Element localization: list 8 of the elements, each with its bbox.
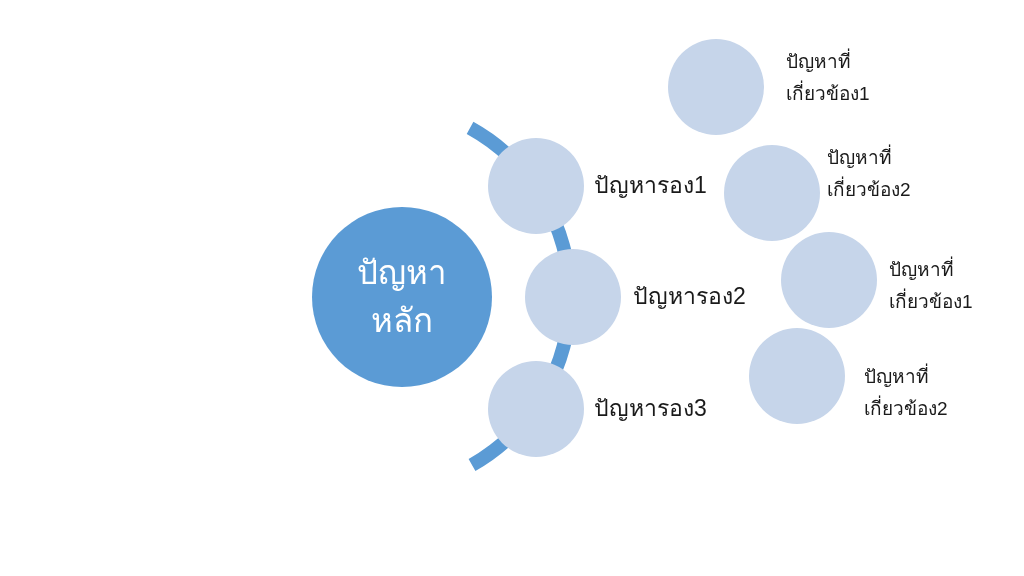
side-label: ปัญหารอง2 xyxy=(633,282,746,312)
side-label: ปัญหารอง1 xyxy=(594,171,707,201)
side-label: ปัญหาที่เกี่ยวข้อง2 xyxy=(827,143,912,202)
side-label: ปัญหารอง3 xyxy=(594,394,707,424)
side-label: ปัญหาที่เกี่ยวข้อง1 xyxy=(786,47,871,106)
side-label: ปัญหาที่เกี่ยวข้อง1 xyxy=(889,255,974,314)
circle-text: ปัญหาหลัก xyxy=(356,253,448,341)
side-label: ปัญหาที่เกี่ยวข้อง2 xyxy=(864,362,949,421)
